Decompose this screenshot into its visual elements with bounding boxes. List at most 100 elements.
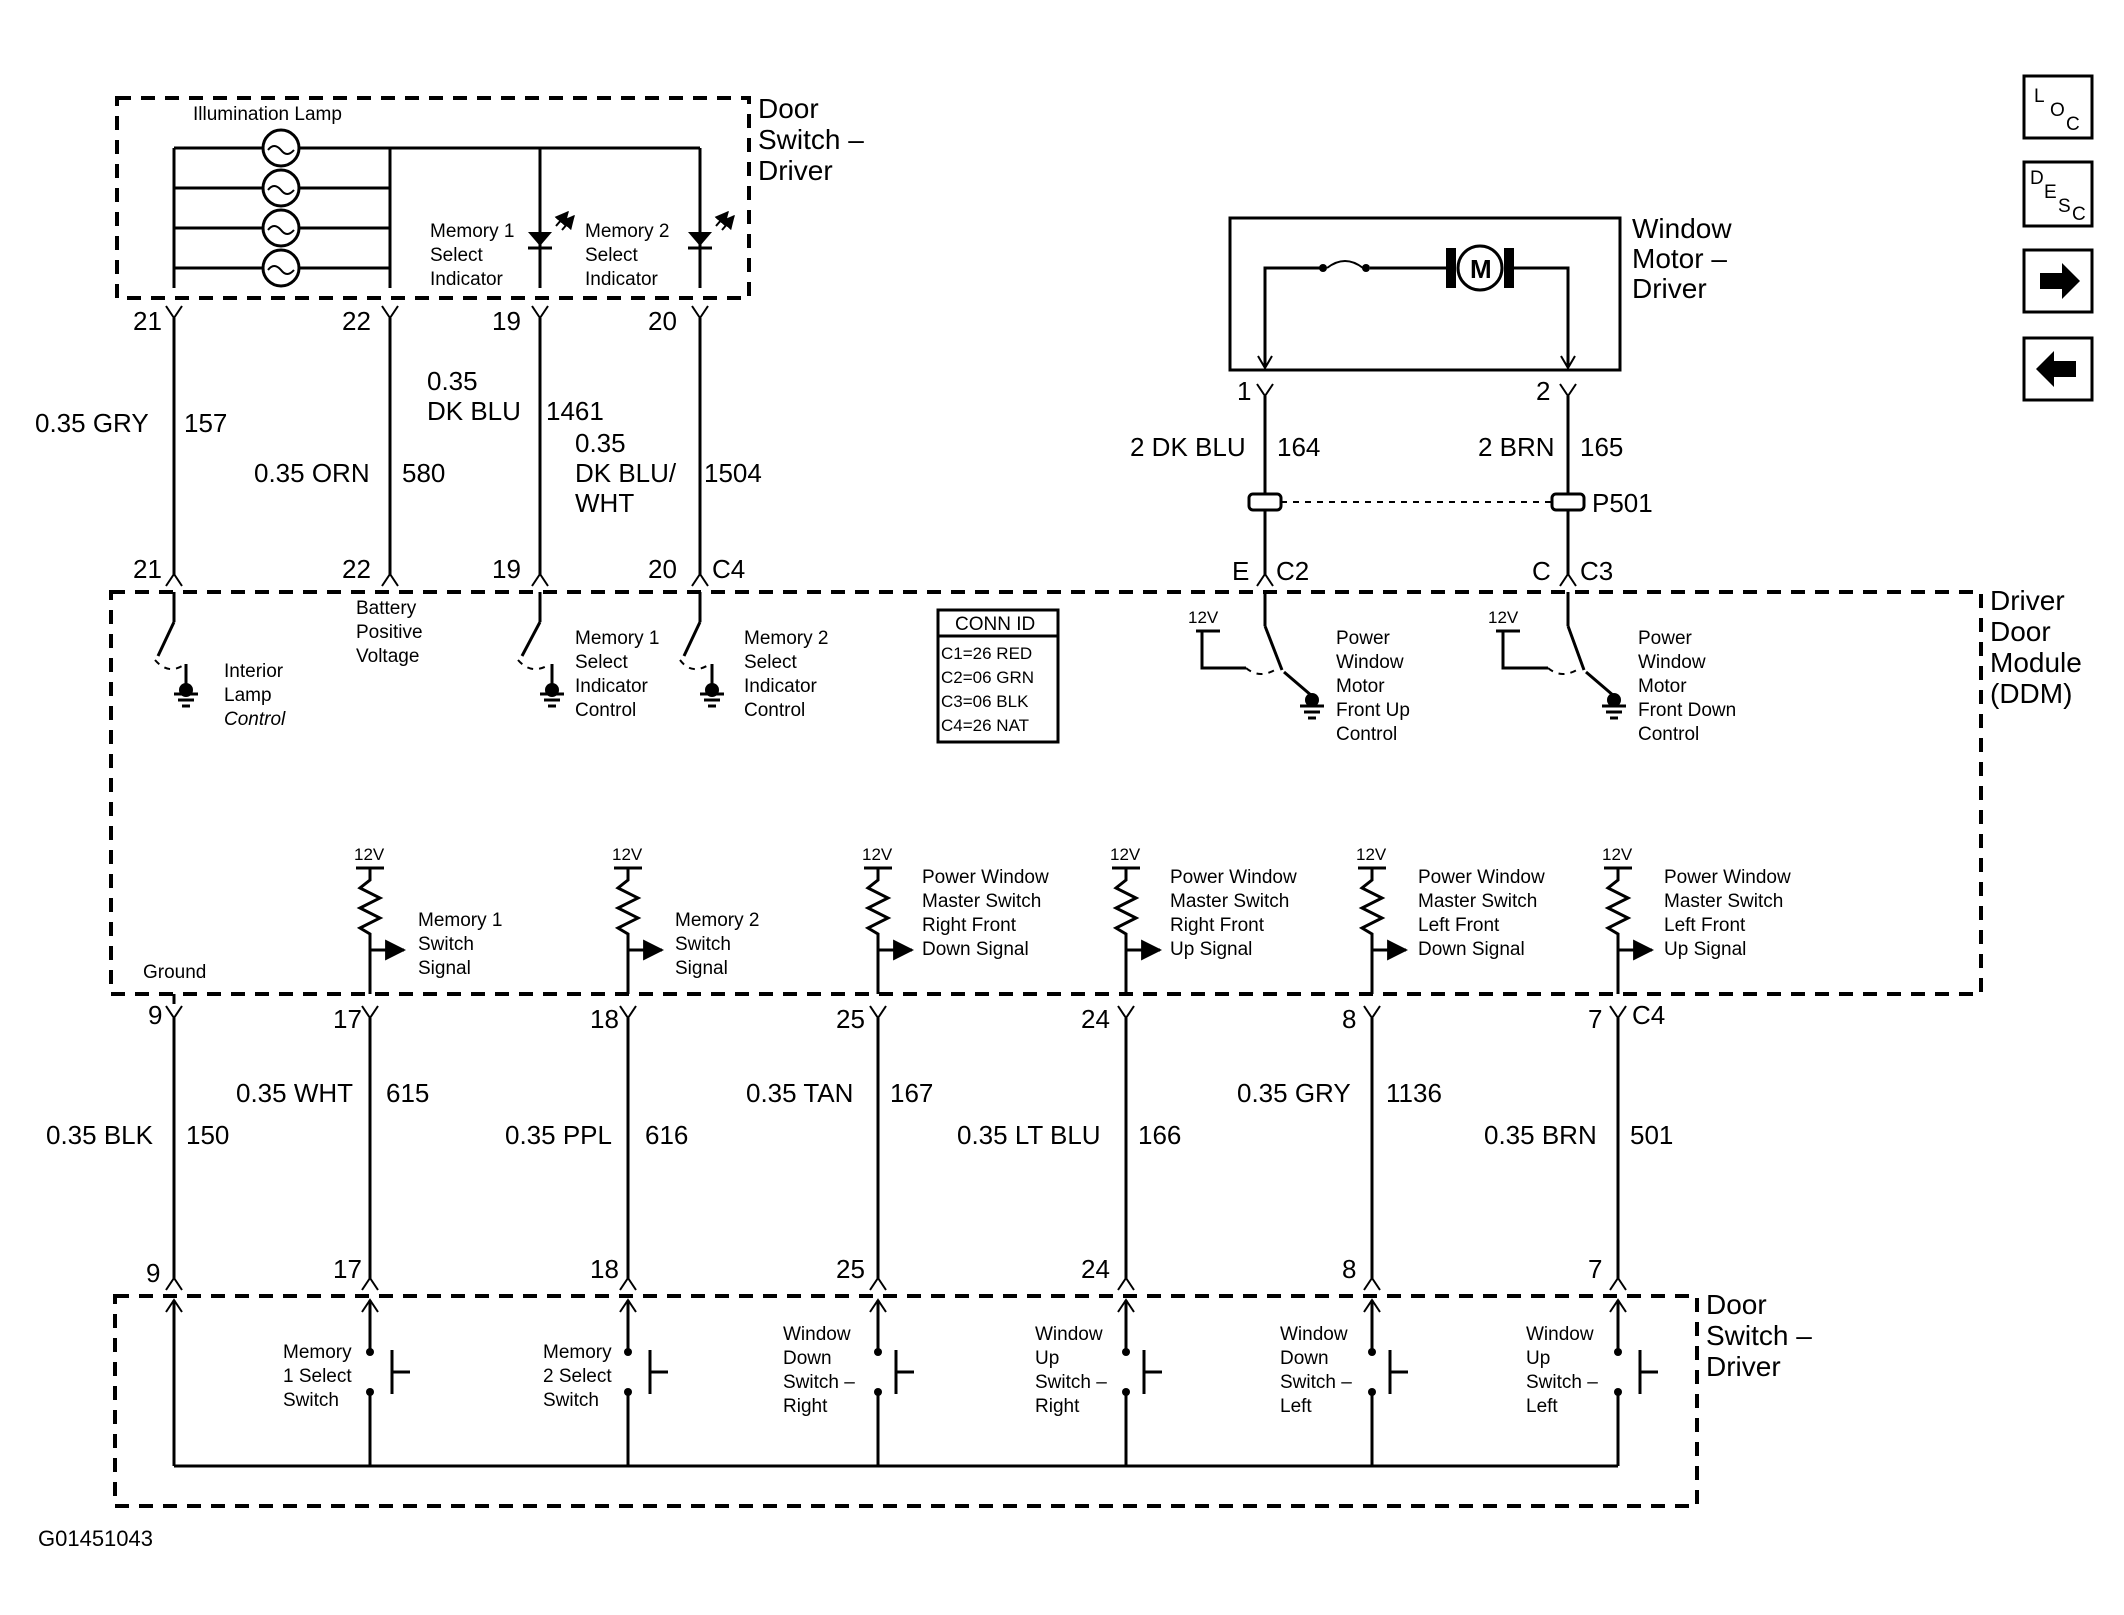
mem1-indicator-control-2: Select (575, 652, 629, 673)
bottom-pin-17-ddm: 17 (333, 1004, 362, 1034)
sw-wdr-2: Down (783, 1348, 832, 1369)
pw-down-label-4: Front Down (1638, 700, 1736, 721)
wire-1504-gauge-3: WHT (575, 488, 634, 518)
pw-up-label-5: Control (1336, 724, 1397, 745)
bottom-pin-25-switch: 25 (836, 1254, 865, 1284)
sw-wur-3: Switch – (1035, 1372, 1107, 1393)
bottom-pin-7-switch: 7 (1588, 1254, 1602, 1284)
bottom-pin-8-switch: 8 (1342, 1254, 1356, 1284)
pw-down-label-3: Motor (1638, 676, 1687, 697)
bottom-pin-9-ddm: 9 (148, 1000, 162, 1030)
lf-up-signal-1: Power Window (1664, 867, 1791, 888)
pushbutton-icon (1388, 1350, 1408, 1394)
ddm-block: Driver Door Module (DDM) Interior Lamp C… (109, 585, 2082, 1004)
mem1-indicator-control-3: Indicator (575, 676, 649, 697)
bottom-door-switch-title-1: Door (1706, 1289, 1767, 1320)
ddm-pin-c: C (1532, 556, 1551, 586)
rf-up-signal-4: Up Signal (1170, 939, 1252, 960)
ddm-connector-c2: C2 (1276, 556, 1309, 586)
window-motor-title-2: Motor – (1632, 243, 1727, 274)
interior-lamp-label-3: Control (224, 709, 286, 730)
memory1-indicator-label-1: Memory 1 (430, 221, 514, 242)
lamp-icon (261, 168, 301, 208)
ddm-title-2: Door (1990, 616, 2051, 647)
wire-165-circuit: 165 (1580, 432, 1623, 462)
svg-text:C: C (2072, 204, 2086, 225)
sw-wdl-3: Switch – (1280, 1372, 1352, 1393)
sw-wdl-1: Window (1280, 1324, 1348, 1345)
loc-button[interactable]: L O C (2022, 74, 2094, 140)
pin-20-top: 20 (648, 306, 677, 336)
sw-mem1-3: Switch (283, 1390, 339, 1411)
ground-label: Ground (143, 962, 206, 983)
sw-mem2-3: Switch (543, 1390, 599, 1411)
v12-lf-up: 12V (1602, 845, 1633, 864)
wire-615-gauge: 0.35 WHT (236, 1078, 353, 1108)
v12-rf-down: 12V (862, 845, 893, 864)
pushbutton-icon (894, 1350, 914, 1394)
ddm-pin-21: 21 (133, 554, 162, 584)
sw-wur-2: Up (1035, 1348, 1059, 1369)
mem2-indicator-control-2: Select (744, 652, 798, 673)
motor-pin-1: 1 (1237, 376, 1251, 406)
mem2-switch-signal-3: Signal (675, 958, 728, 979)
conn-id-row-3: C3=06 BLK (941, 692, 1029, 711)
wire-615-circuit: 615 (386, 1078, 429, 1108)
pw-up-label-1: Power (1336, 628, 1391, 649)
ddm-pin-19: 19 (492, 554, 521, 584)
mem2-switch-signal-1: Memory 2 (675, 910, 759, 931)
sw-wul-2: Up (1526, 1348, 1550, 1369)
battery-label-2: Positive (356, 622, 423, 643)
mem2-switch-signal-2: Switch (675, 934, 731, 955)
desc-button[interactable]: D E S C (2022, 160, 2094, 228)
mem2-indicator-control-3: Indicator (744, 676, 818, 697)
switch-icons (361, 1298, 1658, 1466)
interior-lamp-label-1: Interior (224, 661, 284, 682)
lamp-icon (261, 128, 301, 168)
pin-22-top: 22 (342, 306, 371, 336)
pushbutton-icon (1638, 1350, 1658, 1394)
bottom-pin-24-ddm: 24 (1081, 1004, 1110, 1034)
svg-text:L: L (2034, 86, 2045, 107)
bottom-pin-7-ddm: 7 (1588, 1004, 1602, 1034)
ddm-connector-c4-bottom: C4 (1632, 1000, 1665, 1030)
wire-1461-gauge-1: 0.35 (427, 366, 478, 396)
next-arrow-button[interactable] (2022, 248, 2094, 314)
window-motor-title-1: Window (1632, 213, 1732, 244)
illumination-lamp-label: Illumination Lamp (193, 104, 342, 125)
motor-pin-2: 2 (1536, 376, 1550, 406)
bottom-wires: 9 17 18 25 24 8 7 C4 0.35 BLK 150 0.35 W… (46, 1000, 1673, 1291)
wire-1136-gauge: 0.35 GRY (1237, 1078, 1351, 1108)
memory1-indicator-label-3: Indicator (430, 269, 504, 290)
sw-mem1-2: 1 Select (283, 1366, 352, 1387)
prev-arrow-button[interactable] (2022, 336, 2094, 402)
wire-501-gauge: 0.35 BRN (1484, 1120, 1597, 1150)
v12-lf-down: 12V (1356, 845, 1387, 864)
pin-19-top: 19 (492, 306, 521, 336)
pushbutton-icon (390, 1350, 410, 1394)
motor-symbol: M (1470, 254, 1492, 284)
lf-down-signal-3: Left Front (1418, 915, 1500, 936)
ddm-pin-20: 20 (648, 554, 677, 584)
sw-mem1-1: Memory (283, 1342, 352, 1363)
v12-mem1: 12V (354, 845, 385, 864)
svg-text:S: S (2058, 196, 2071, 217)
lamp-icon (261, 248, 301, 288)
wire-167-circuit: 167 (890, 1078, 933, 1108)
window-motor-title-3: Driver (1632, 273, 1707, 304)
wire-1504-gauge-1: 0.35 (575, 428, 626, 458)
wire-166-gauge: 0.35 LT BLU (957, 1120, 1101, 1150)
lf-up-signal-4: Up Signal (1664, 939, 1746, 960)
wire-165-gauge: 2 BRN (1478, 432, 1555, 462)
bottom-door-switch-title-2: Switch – (1706, 1320, 1812, 1351)
sw-wdl-4: Left (1280, 1396, 1312, 1417)
ground-icon (1300, 704, 1324, 720)
wire-1461-gauge-2: DK BLU (427, 396, 521, 426)
sw-wul-3: Switch – (1526, 1372, 1598, 1393)
lamp-icon (261, 208, 301, 248)
conn-id-row-2: C2=06 GRN (941, 668, 1034, 687)
rf-up-signal-1: Power Window (1170, 867, 1297, 888)
wire-616-circuit: 616 (645, 1120, 688, 1150)
bottom-door-switch-title-3: Driver (1706, 1351, 1781, 1382)
